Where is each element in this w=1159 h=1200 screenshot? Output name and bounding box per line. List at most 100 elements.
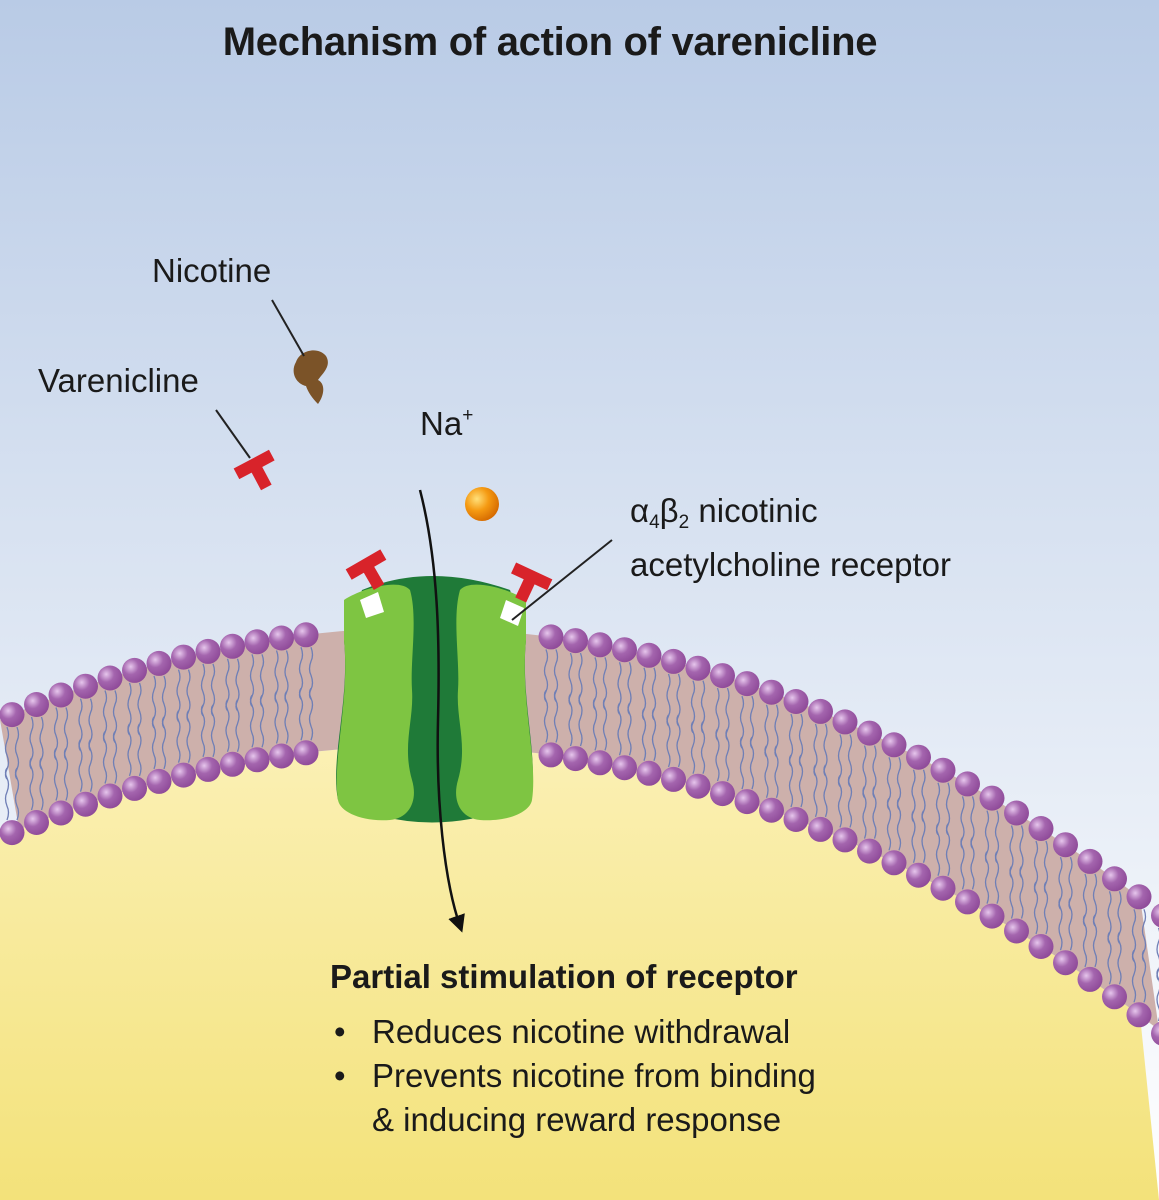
lipid-head (661, 648, 686, 674)
lipid-head (906, 744, 931, 770)
lipid-head (1102, 984, 1127, 1010)
lipid-head (0, 820, 25, 846)
lipid-head (612, 755, 637, 781)
lipid-head (1151, 1021, 1159, 1046)
outcome-bullet-2-continued: & inducing reward response (330, 1098, 816, 1142)
receptor-leader-line (511, 539, 613, 621)
outcome-bullet-1: •Reduces nicotine withdrawal (330, 1010, 816, 1054)
lipid-head (538, 742, 564, 768)
lipid-tail (960, 836, 965, 890)
lipid-tail (847, 775, 853, 828)
lipid-tail (200, 704, 206, 758)
lipid-head (783, 689, 809, 714)
lipid-head (1004, 800, 1029, 826)
lipid-tail (578, 693, 583, 747)
lipid-head (73, 791, 98, 817)
lipid-tail (823, 764, 828, 818)
lipid-tail (676, 714, 681, 768)
lipid-tail (235, 699, 240, 753)
lipid-head (636, 642, 662, 668)
lipid-tail (4, 767, 10, 821)
lipid-tails (4, 647, 1159, 1022)
lipid-head (930, 875, 956, 901)
lipid-head (220, 633, 245, 659)
lipid-tail (249, 694, 255, 748)
lipid-tail (690, 721, 696, 774)
lipid-tail (798, 754, 804, 808)
lipid-head (293, 740, 319, 766)
lipid-tail (284, 691, 289, 744)
outcome-heading: Partial stimulation of receptor (330, 958, 798, 995)
varenicline-bound-left (345, 549, 387, 591)
lipid-tail (225, 699, 230, 753)
lipid-head (930, 757, 956, 783)
lipid-tail (739, 736, 745, 790)
lipid-tail (161, 716, 167, 770)
lipid-head (97, 783, 123, 809)
ion-flow-arrow (418, 489, 465, 933)
lipid-heads-outer (0, 622, 1159, 928)
lipid-head (269, 743, 294, 769)
varenicline-molecule (233, 449, 275, 491)
bullet-dot: • (334, 1057, 346, 1094)
lipid-head (1102, 866, 1127, 892)
lipid-tail (1009, 866, 1014, 919)
lipid-head (48, 800, 74, 826)
lipid-head (759, 797, 784, 823)
lipid-head (171, 644, 196, 670)
lipid-tail (186, 710, 191, 763)
lipid-tail (568, 693, 573, 747)
lipid-head (661, 766, 686, 792)
lipid-tail (994, 851, 1000, 904)
lipid-tail (1043, 881, 1049, 935)
lipid-tail (945, 823, 951, 876)
binding-site-left (360, 592, 384, 618)
lipid-tail (935, 823, 941, 876)
lipid-tail (1107, 931, 1112, 985)
nicotine-leader-line (271, 299, 305, 357)
varenicline-leader-line (215, 409, 251, 459)
lipid-head (0, 702, 25, 728)
outcome-bullet-list: •Reduces nicotine withdrawal •Prevents n… (330, 1010, 816, 1142)
lipid-tail (749, 736, 755, 790)
lipid-tail (837, 775, 843, 828)
lipid-head (587, 750, 613, 776)
lipid-head (783, 807, 809, 832)
lipid-tail (308, 687, 314, 741)
lipid-tail (553, 690, 559, 743)
lipid-head (636, 760, 662, 786)
receptor-beta-subscript: 2 (678, 512, 690, 533)
sodium-charge: + (462, 405, 474, 426)
membrane-bilayer (0, 628, 1159, 1030)
outcome-bullet-text: Reduces nicotine withdrawal (372, 1013, 791, 1050)
lipid-head (759, 679, 784, 705)
lipid-head (955, 771, 980, 797)
nicotine-label: Nicotine (152, 252, 272, 289)
lipid-tail (1033, 881, 1039, 935)
lipid-tail (543, 690, 549, 743)
lipid-tail (715, 728, 720, 782)
lipid-tail (911, 810, 916, 863)
lipid-head (685, 773, 711, 799)
lipid-head (563, 628, 588, 654)
lipid-head (171, 762, 196, 788)
lipid-head (881, 850, 907, 876)
receptor-subunit-right (456, 584, 534, 821)
diagram-title: Mechanism of action of varenicline (222, 20, 878, 64)
receptor-label-line1: α4β2 nicotinic (630, 492, 818, 534)
lipid-head (612, 637, 637, 663)
lipid-tail (127, 723, 132, 777)
lipid-tail (813, 764, 818, 818)
lipid-head (146, 768, 172, 794)
lipid-tail (63, 748, 69, 801)
lipid-tail (151, 716, 157, 770)
varenicline-bound-right (511, 562, 553, 603)
lipid-tail (1058, 897, 1063, 951)
receptor-alpha-subscript: 4 (649, 512, 660, 533)
lipid-head (538, 624, 564, 650)
lipid-tail (886, 797, 892, 851)
lipid-head (122, 657, 147, 683)
lipid-head (269, 625, 294, 651)
